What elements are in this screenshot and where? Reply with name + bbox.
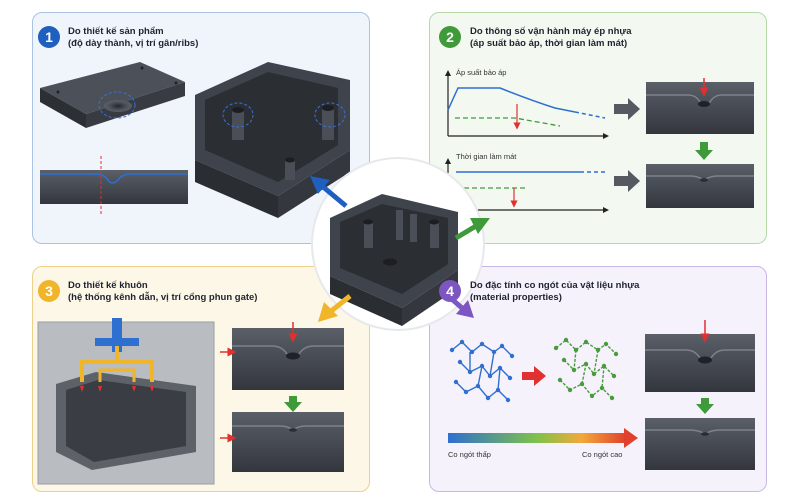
- arrow-to-panel-3: [318, 294, 352, 322]
- sink-mark-sample-p4-top: [645, 320, 755, 392]
- panel-1-title: Do thiết kế sản phẩm (độ dày thành, vị t…: [68, 26, 198, 50]
- sink-mark-sample-p4-bottom: [645, 418, 755, 470]
- arrow-to-panel-1: [310, 176, 348, 208]
- sink-mark-sample-p3-top: [220, 322, 344, 390]
- box-housing-image: [195, 62, 350, 218]
- flat-plate-image: [40, 62, 185, 128]
- cooling-graph-label: Thời gian làm mát: [456, 152, 517, 161]
- mold-cross-section-image: [37, 318, 215, 485]
- panel-2-badge: 2: [439, 26, 461, 48]
- grey-right-arrow-1: [614, 98, 640, 120]
- panel-3-badge: 3: [38, 280, 60, 302]
- arrow-to-panel-2: [454, 218, 490, 241]
- green-down-arrow-p2: [695, 142, 713, 160]
- low-shrinkage-label: Co ngót thấp: [448, 450, 491, 459]
- panel-3-subtitle: (hệ thống kênh dẫn, vị trí cổng phun gat…: [68, 292, 258, 303]
- panel-4-title: Do đặc tính co ngót của vật liệu nhựa (m…: [470, 280, 639, 304]
- panel-4-heading: Do đặc tính co ngót của vật liệu nhựa: [470, 280, 640, 291]
- panel-1-heading: Do thiết kế sản phẩm: [68, 26, 164, 37]
- green-down-arrow-p4: [696, 398, 714, 414]
- panel-3-title: Do thiết kế khuôn (hệ thống kênh dẫn, vị…: [68, 280, 257, 304]
- grey-right-arrow-2: [614, 170, 640, 192]
- polymer-network-blue: [449, 339, 515, 403]
- red-right-arrow-p4: [522, 366, 546, 386]
- sink-mark-sample-bottom: [646, 164, 754, 208]
- panel-1-badge: 1: [38, 26, 60, 48]
- pressure-graph-label: Áp suất bảo áp: [456, 68, 507, 77]
- panel-1-subtitle: (độ dày thành, vị trí gân/ribs): [68, 38, 199, 49]
- green-down-arrow-p3: [284, 396, 302, 412]
- panel-4-badge: 4: [439, 280, 461, 302]
- section-cut-image: [40, 156, 188, 215]
- polymer-network-green: [553, 337, 619, 401]
- panel-4-subtitle: (material properties): [470, 292, 562, 303]
- shrinkage-gradient-bar: [448, 428, 638, 448]
- pressure-graph: [445, 70, 609, 139]
- panel-2-subtitle: (áp suất bảo áp, thời gian làm mát): [470, 38, 628, 49]
- panel-2-heading: Do thông số vận hành máy ép nhựa: [470, 26, 632, 37]
- sink-mark-sample-top: [646, 78, 754, 134]
- sink-mark-sample-p3-bottom: [220, 412, 344, 472]
- panel-3-heading: Do thiết kế khuôn: [68, 280, 148, 291]
- high-shrinkage-label: Co ngót cao: [582, 450, 623, 459]
- panel-2-title: Do thông số vận hành máy ép nhựa (áp suấ…: [470, 26, 632, 50]
